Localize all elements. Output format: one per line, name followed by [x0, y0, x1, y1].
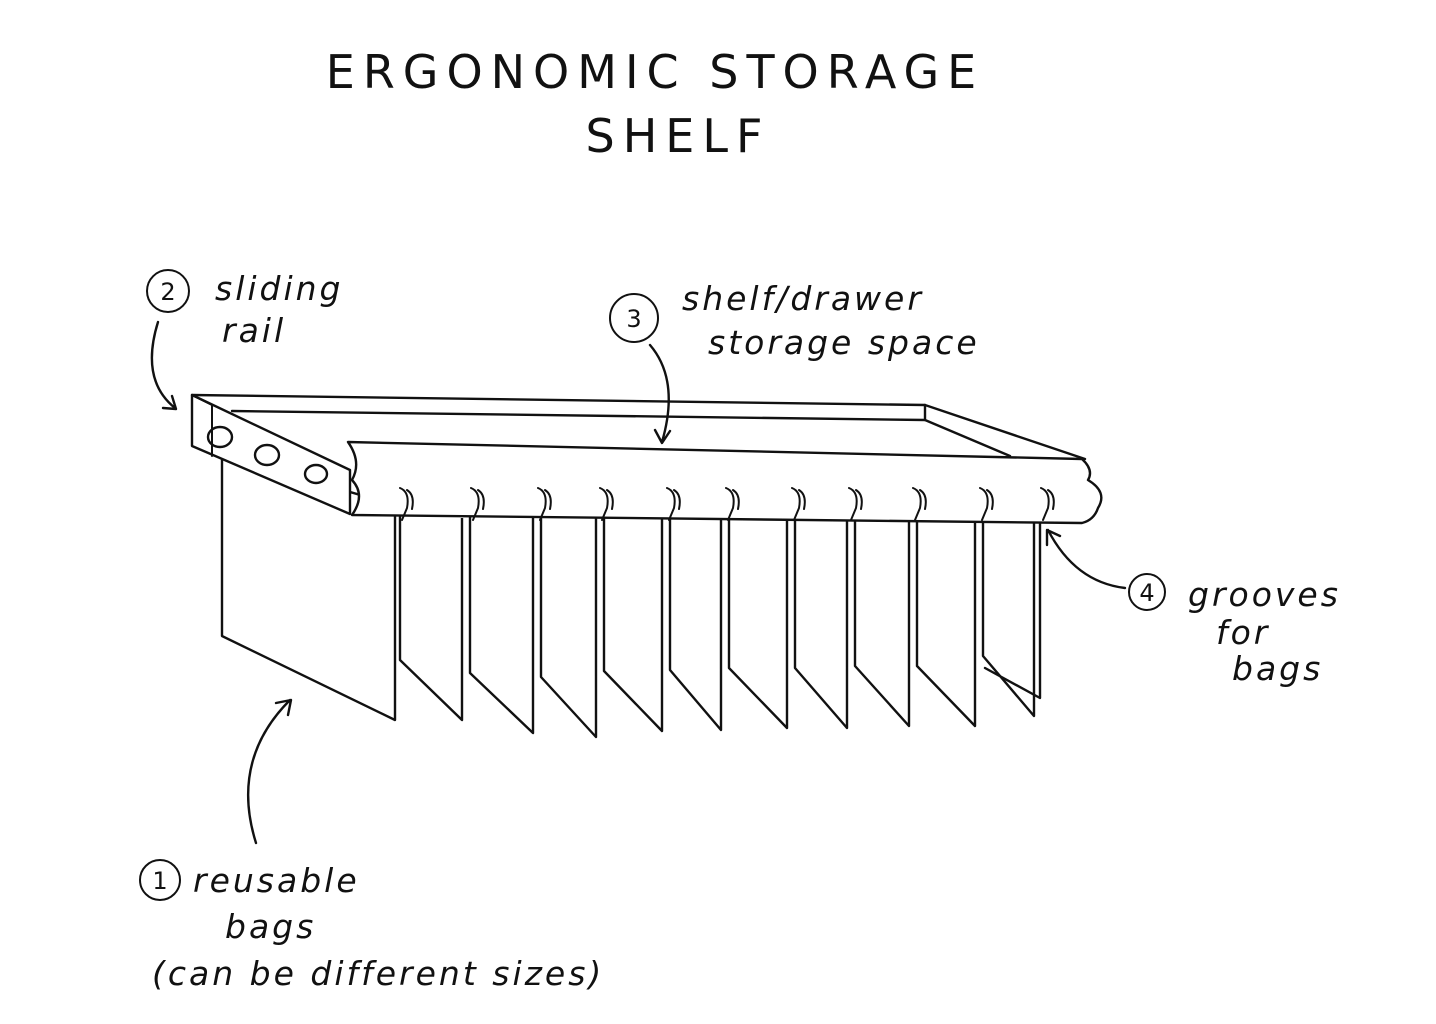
bag: [727, 515, 789, 730]
number-4: 4: [1139, 579, 1154, 607]
bag: [602, 515, 664, 733]
rail-hole: [303, 463, 329, 485]
bag: [793, 515, 849, 730]
front-rail: [346, 440, 1103, 525]
shelf-arrow: [648, 343, 672, 445]
groove: [599, 487, 614, 521]
label-grooves: 4 grooves for bags: [1045, 528, 1341, 688]
groove: [537, 487, 552, 521]
number-badge-1: [139, 859, 181, 901]
bags-label-line-3: (can be different sizes): [152, 954, 604, 993]
number-badge-4: [1128, 573, 1166, 611]
number-2: 2: [160, 278, 175, 306]
bags-arrow: [246, 698, 293, 845]
bag-grooves: [399, 487, 1055, 521]
number-badge-2: [146, 269, 190, 313]
groove: [725, 487, 740, 521]
groove: [666, 487, 681, 521]
rail-label-line-1: sliding: [215, 269, 344, 308]
grooves-label-line-1: grooves: [1188, 575, 1341, 614]
groove: [848, 487, 863, 521]
groove: [791, 487, 806, 521]
bags-label-line-1: reusable: [193, 861, 360, 900]
bag: [398, 515, 464, 722]
shelf-label-line-1: shelf/drawer: [682, 279, 924, 318]
rail-hole: [253, 443, 281, 467]
bag: [915, 515, 977, 728]
groove: [979, 487, 994, 521]
number-3: 3: [626, 305, 641, 333]
bag: [539, 515, 598, 739]
bag-edge: [983, 518, 1042, 700]
label-reusable-bags: 1 reusable bags (can be different sizes): [139, 698, 604, 993]
grooves-arrow: [1045, 528, 1127, 590]
rail-arrow: [150, 320, 178, 411]
rail-hole: [206, 425, 234, 449]
shelf-label-line-2: storage space: [708, 323, 980, 362]
bag: [853, 515, 911, 728]
reusable-bags: [220, 453, 1042, 739]
bag: [468, 515, 535, 735]
bag: [981, 515, 1036, 718]
diagram-title: ERGONOMIC STORAGE SHELF: [326, 45, 984, 163]
rail-label-line-2: rail: [222, 311, 286, 350]
bag: [668, 515, 723, 732]
groove: [1040, 487, 1055, 521]
sliding-rail: [190, 393, 352, 516]
grooves-label-line-2: for: [1216, 613, 1270, 652]
number-badge-3: [609, 293, 659, 343]
bags-label-line-2: bags: [225, 907, 316, 946]
label-shelf-storage: 3 shelf/drawer storage space: [609, 279, 980, 445]
groove: [399, 487, 414, 521]
title-line-2: SHELF: [586, 109, 771, 163]
shelf-frame: [190, 393, 1087, 461]
label-sliding-rail: 2 sliding rail: [146, 269, 344, 411]
groove: [912, 487, 927, 521]
number-1: 1: [152, 867, 167, 895]
title-line-1: ERGONOMIC STORAGE: [326, 45, 984, 99]
grooves-label-line-3: bags: [1232, 649, 1323, 688]
groove: [470, 487, 485, 521]
